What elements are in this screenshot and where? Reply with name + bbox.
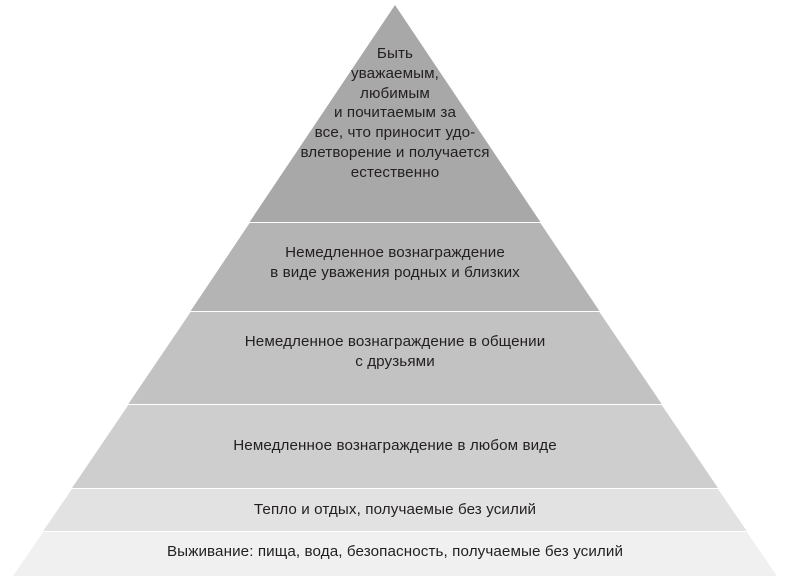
- pyramid-tier-4-shape: [72, 405, 718, 488]
- pyramid-tier-2-shape: [190, 223, 600, 311]
- pyramid-tier-3-shape: [128, 312, 662, 404]
- pyramid-tier-1-shape: [249, 5, 541, 222]
- pyramid-tier-6-shape: [13, 532, 777, 576]
- pyramid-tier-5-shape: [43, 489, 747, 531]
